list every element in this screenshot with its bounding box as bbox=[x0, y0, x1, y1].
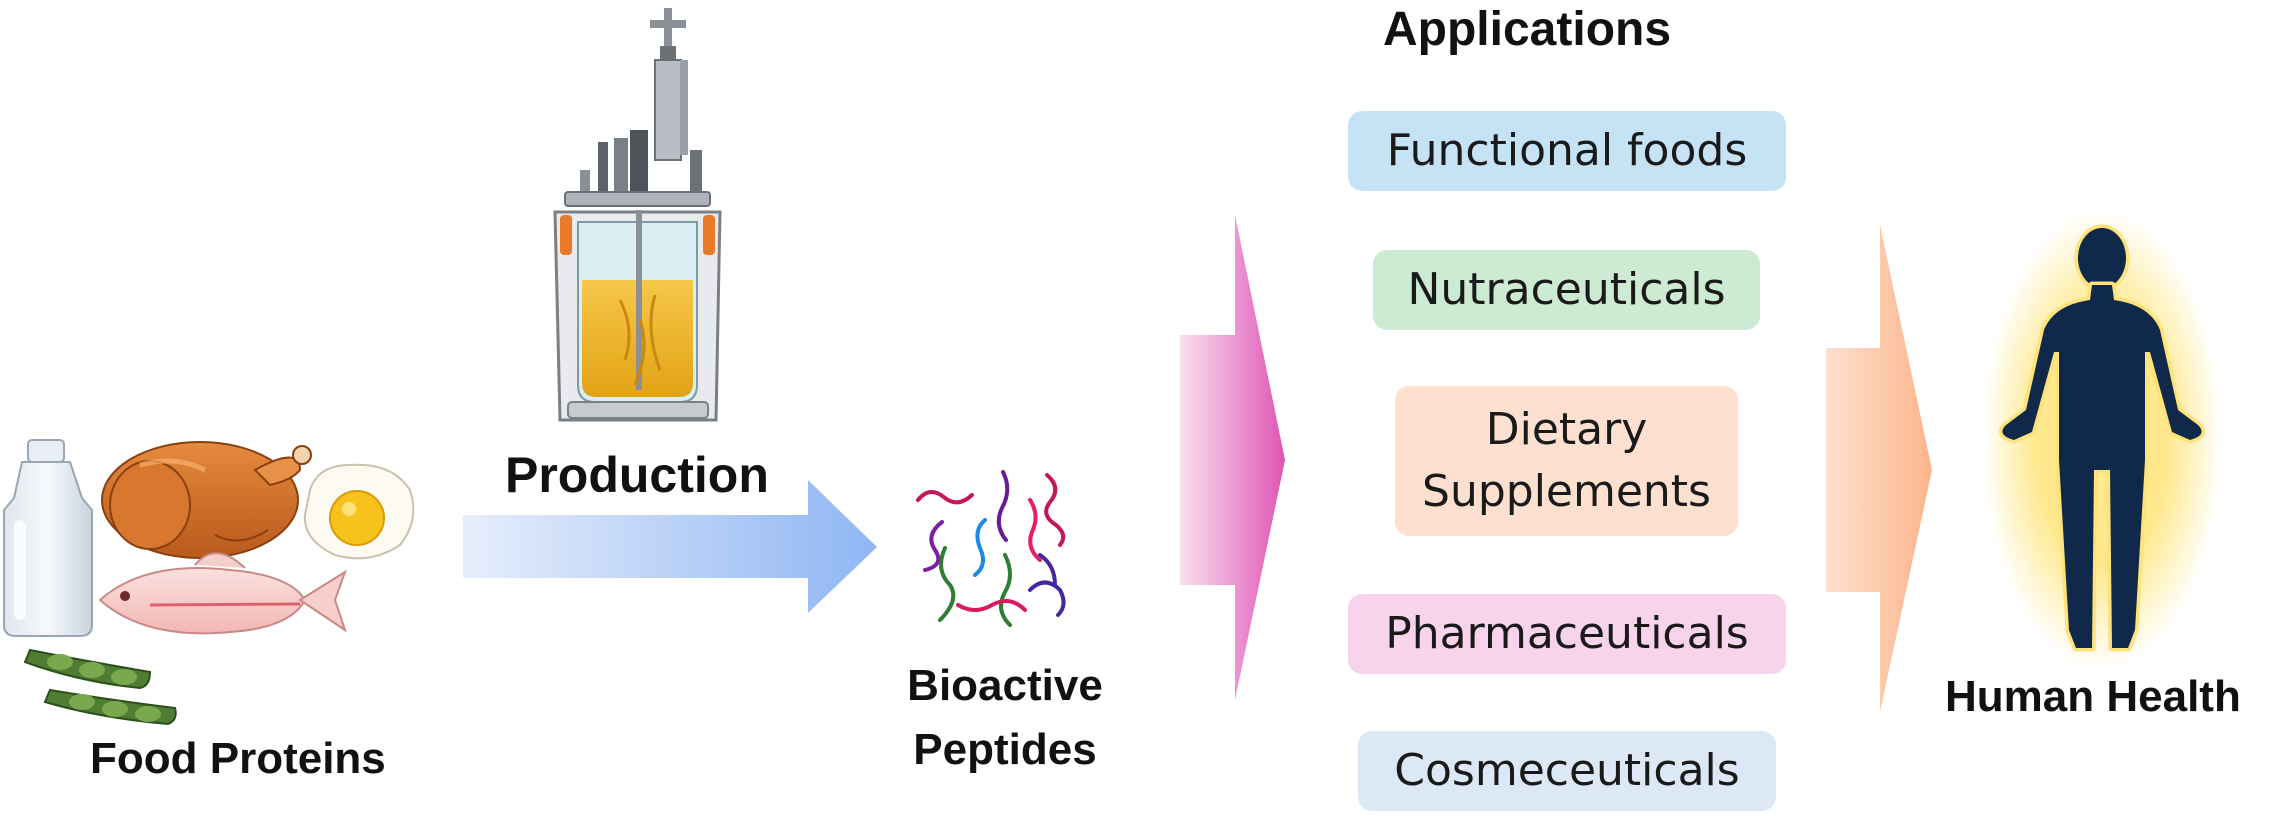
app-dietary-supplements: Dietary Supplements bbox=[1395, 386, 1738, 536]
app-cosmeceuticals: Cosmeceuticals bbox=[1358, 731, 1776, 811]
app-pharmaceuticals: Pharmaceuticals bbox=[1348, 594, 1786, 674]
app-dietary-supplements-line2: Supplements bbox=[1422, 466, 1711, 517]
bioreactor-icon bbox=[553, 8, 722, 422]
human-health-label: Human Health bbox=[1945, 672, 2241, 721]
soybean-pods-icon bbox=[23, 648, 177, 726]
applications-heading: Applications bbox=[1383, 3, 1672, 56]
production-arrow bbox=[463, 480, 877, 613]
production-label: Production bbox=[505, 447, 769, 503]
bioactive-peptides-line2: Peptides bbox=[913, 725, 1097, 774]
app-nutraceuticals: Nutraceuticals bbox=[1373, 250, 1760, 330]
food-proteins-label: Food Proteins bbox=[90, 734, 386, 783]
applications-arrow bbox=[1180, 215, 1285, 700]
human-figure-icon bbox=[1982, 210, 2222, 670]
app-nutraceuticals-label: Nutraceuticals bbox=[1407, 264, 1726, 315]
health-arrow bbox=[1826, 225, 1932, 712]
milk-bottle-icon bbox=[3, 439, 93, 637]
fish-icon bbox=[98, 552, 347, 635]
app-functional-foods-label: Functional foods bbox=[1386, 125, 1748, 176]
app-functional-foods: Functional foods bbox=[1348, 111, 1786, 191]
roast-chicken-icon bbox=[101, 441, 312, 559]
app-pharmaceuticals-label: Pharmaceuticals bbox=[1385, 608, 1749, 659]
peptide-strands-icon bbox=[916, 470, 1066, 627]
bioactive-peptides-line1: Bioactive bbox=[907, 661, 1103, 710]
fried-egg-icon bbox=[303, 463, 415, 560]
bioactive-peptides-label: Bioactive Peptides bbox=[880, 654, 1130, 782]
app-dietary-supplements-line1: Dietary bbox=[1485, 404, 1648, 455]
app-cosmeceuticals-label: Cosmeceuticals bbox=[1394, 745, 1740, 796]
